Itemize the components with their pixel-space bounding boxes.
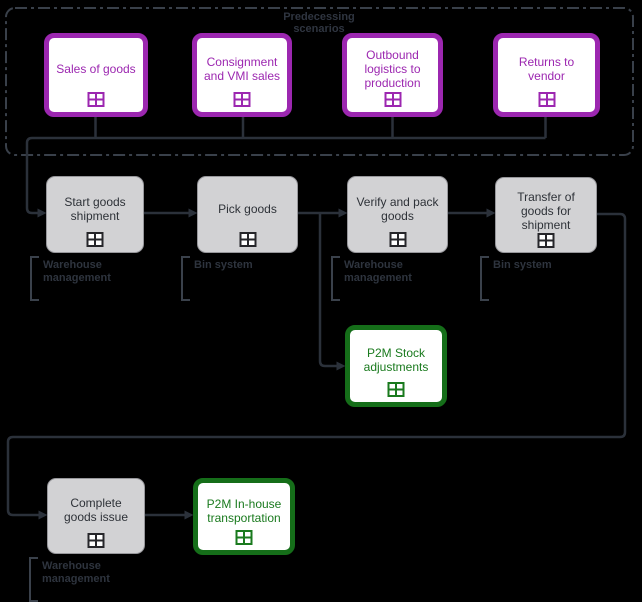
expand-plus-icon[interactable] xyxy=(87,92,105,107)
node-pick-goods[interactable]: Pick goods xyxy=(197,176,298,253)
node-start-goods-shipment[interactable]: Start goods shipment xyxy=(46,176,144,253)
expand-plus-icon[interactable] xyxy=(389,232,406,247)
arrowheads xyxy=(37,208,496,520)
node-outbound-logistics-to-production[interactable]: Outbound logistics to production xyxy=(342,33,443,117)
expand-plus-icon[interactable] xyxy=(86,232,104,247)
node-label: Outbound logistics to production xyxy=(364,48,421,90)
group-title-predecessing-scenarios: Predecessing scenarios xyxy=(283,11,355,35)
node-label: Transfer of goods for shipment xyxy=(517,190,575,232)
expand-plus-icon[interactable] xyxy=(239,232,256,247)
node-label: P2M Stock adjustments xyxy=(363,346,429,374)
annotation-bin-system: Bin system xyxy=(480,256,552,301)
node-label: Pick goods xyxy=(218,201,277,216)
expand-plus-icon[interactable] xyxy=(538,92,555,107)
node-p2m-stock-adjustments[interactable]: P2M Stock adjustments xyxy=(345,325,447,407)
annotation-warehouse-management: Warehouse management xyxy=(30,256,111,301)
node-transfer-of-goods-for-shipment[interactable]: Transfer of goods for shipment xyxy=(495,177,597,253)
annotation-warehouse-management: Warehouse management xyxy=(331,256,412,301)
node-consignment-vmi-sales[interactable]: Consignment and VMI sales xyxy=(192,33,292,117)
expand-plus-icon[interactable] xyxy=(384,92,401,107)
expand-plus-icon[interactable] xyxy=(233,92,251,107)
node-p2m-inhouse-transportation[interactable]: P2M In-house transportation xyxy=(193,478,295,555)
annotation-warehouse-management: Warehouse management xyxy=(29,557,110,602)
expand-plus-icon[interactable] xyxy=(537,233,555,248)
group-dashed-border xyxy=(5,7,634,156)
bracket-icon xyxy=(30,256,39,301)
node-label: Verify and pack goods xyxy=(356,194,439,223)
node-label: Complete goods issue xyxy=(63,496,129,524)
node-label: Consignment and VMI sales xyxy=(203,55,281,83)
bracket-icon xyxy=(331,256,340,301)
node-complete-goods-issue[interactable]: Complete goods issue xyxy=(47,478,145,554)
node-verify-and-pack-goods[interactable]: Verify and pack goods xyxy=(347,176,448,253)
node-label: Returns to vendor xyxy=(518,55,575,83)
node-returns-to-vendor[interactable]: Returns to vendor xyxy=(493,33,600,117)
expand-plus-icon[interactable] xyxy=(87,533,105,548)
expand-plus-icon[interactable] xyxy=(387,382,405,397)
annotation-bin-system: Bin system xyxy=(181,256,253,301)
bracket-icon xyxy=(480,256,489,301)
bracket-icon xyxy=(181,256,190,301)
node-label: Start goods shipment xyxy=(64,194,126,223)
bracket-icon xyxy=(29,557,38,602)
node-sales-of-goods[interactable]: Sales of goods xyxy=(44,33,148,117)
node-label: P2M In-house transportation xyxy=(206,496,282,525)
expand-plus-icon[interactable] xyxy=(235,530,253,545)
node-label: Sales of goods xyxy=(56,62,136,76)
